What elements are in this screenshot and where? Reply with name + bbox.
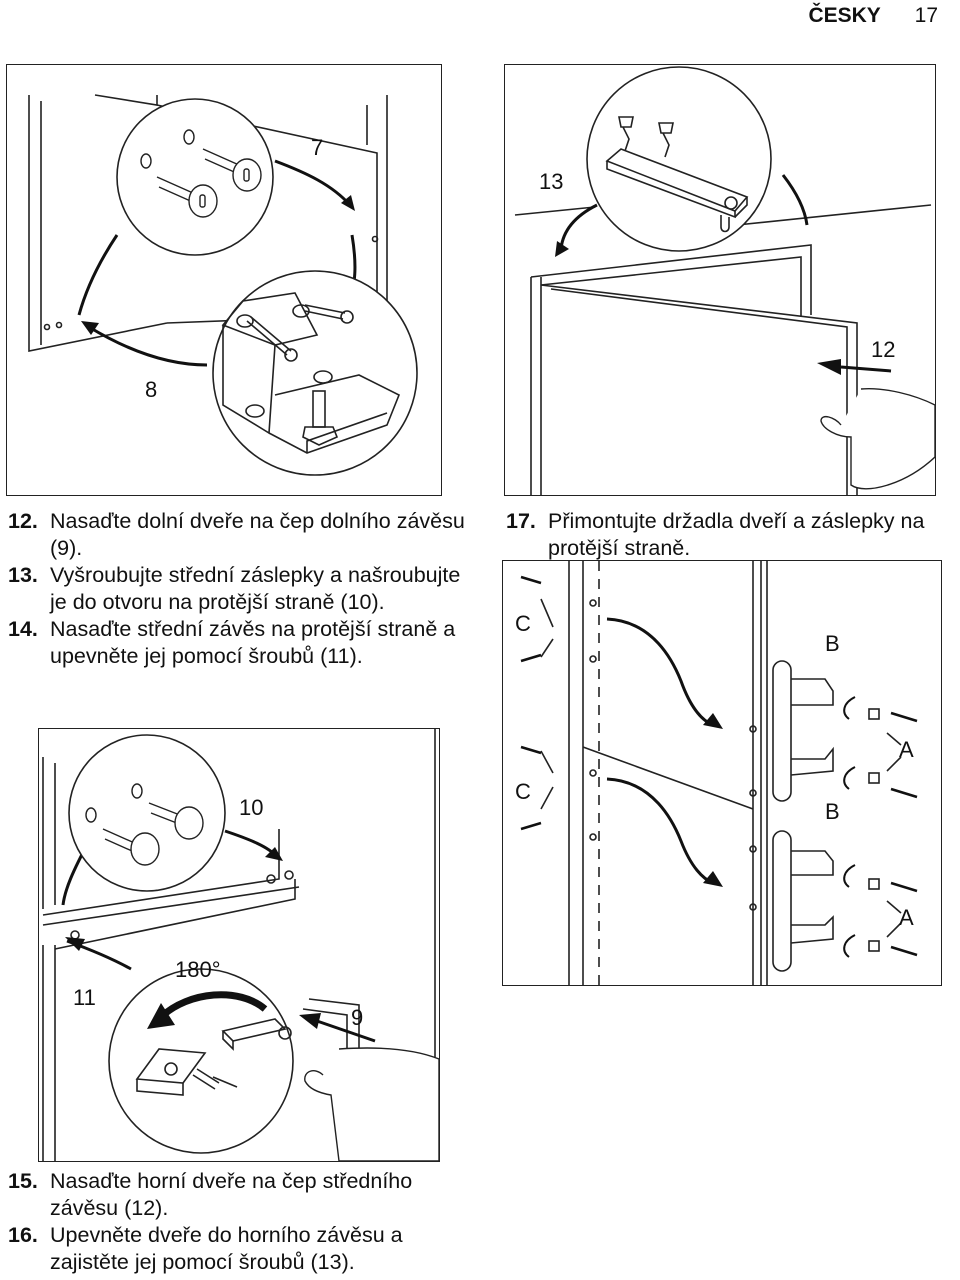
step-15: 15. Nasaďte horní dveře na čep středního… <box>8 1168 478 1222</box>
callout-b-upper: B <box>825 631 840 656</box>
callout-13: 13 <box>539 169 563 194</box>
steps-bottom: 15. Nasaďte horní dveře na čep středního… <box>8 1168 478 1276</box>
callout-9: 9 <box>351 1005 363 1030</box>
figure-middle-hinge: 10 11 9 180° <box>38 728 440 1162</box>
step-number: 16. <box>8 1223 38 1247</box>
page-number: 17 <box>914 4 938 27</box>
step-16: 16. Upevněte dveře do horního závěsu a z… <box>8 1222 478 1276</box>
step-number: 15. <box>8 1169 38 1193</box>
figure-caps-and-hinge: 7 8 <box>6 64 442 496</box>
callout-12: 12 <box>871 337 895 362</box>
step-number: 14. <box>8 617 38 641</box>
step-number: 17. <box>506 509 536 533</box>
step-number: 13. <box>8 563 38 587</box>
step-text: Vyšroubujte střední záslepky a našroubuj… <box>50 563 461 614</box>
rotation-angle-label: 180° <box>175 957 221 982</box>
figure-handles-drawing: C C B A B A <box>515 561 918 985</box>
step-number: 12. <box>8 509 38 533</box>
step-text: Upevněte dveře do horního závěsu a zajis… <box>50 1223 403 1274</box>
page-header: ČESKY 17 <box>808 4 938 28</box>
step-14: 14. Nasaďte střední závěs na protější st… <box>8 616 478 670</box>
callout-7: 7 <box>311 135 323 160</box>
step-text: Nasaďte dolní dveře na čep dolního závěs… <box>50 509 465 560</box>
callout-b-lower: B <box>825 799 840 824</box>
step-text: Nasaďte horní dveře na čep středního záv… <box>50 1169 413 1220</box>
step-17: 17. Přimontujte držadla dveří a záslepky… <box>506 508 956 562</box>
figure-caps-and-hinge-drawing: 7 8 <box>28 94 418 476</box>
callout-10: 10 <box>239 795 263 820</box>
callout-8: 8 <box>145 377 157 402</box>
callout-a-lower: A <box>899 905 914 930</box>
step-text: Přimontujte držadla dveří a záslepky na … <box>548 509 925 560</box>
figure-handles: C C B A B A <box>502 560 942 986</box>
callout-11: 11 <box>73 985 96 1010</box>
callout-a-upper: A <box>899 737 914 762</box>
step-12: 12. Nasaďte dolní dveře na čep dolního z… <box>8 508 478 562</box>
step-text: Nasaďte střední závěs na protější straně… <box>50 617 456 668</box>
language-label: ČESKY <box>808 4 881 27</box>
figure-upper-door-hinge: 13 12 <box>504 64 936 496</box>
figure-upper-door-hinge-drawing: 13 12 <box>514 66 935 495</box>
callout-c-lower: C <box>515 779 531 804</box>
callout-c-upper: C <box>515 611 531 636</box>
steps-left: 12. Nasaďte dolní dveře na čep dolního z… <box>8 508 478 670</box>
step-13: 13. Vyšroubujte střední záslepky a našro… <box>8 562 478 616</box>
steps-right: 17. Přimontujte držadla dveří a záslepky… <box>506 508 956 562</box>
figure-middle-hinge-drawing: 10 11 9 180° <box>42 729 439 1161</box>
